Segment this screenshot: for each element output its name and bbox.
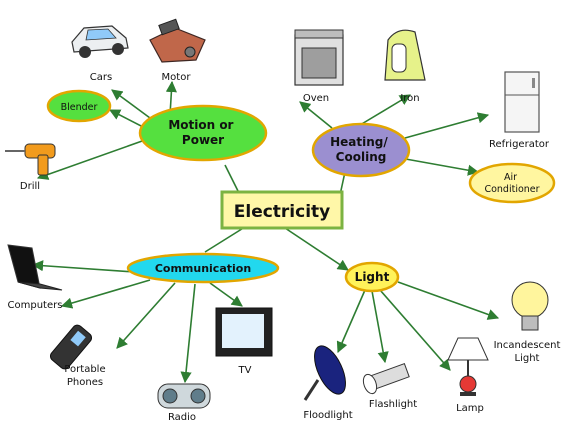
light-bulb-icon [511,281,549,331]
motor-icon [149,18,206,63]
electricity-node [220,190,344,230]
lamp-icon [447,337,489,396]
motion-label-part: Motion or [168,118,233,132]
portable-phones-label: Portable Phones [64,364,106,388]
connector-light-incandescent [397,281,500,320]
heating-label-part: Heating/ [330,135,388,149]
refrigerator-icon [504,71,540,133]
communication-node [126,252,280,284]
connector-comm-phones [116,282,176,349]
electricity-label: Electricity [234,202,331,222]
heating-label-part: Cooling [336,150,387,164]
computer-icon [7,244,63,291]
drill-icon [5,143,56,176]
refrigerator-label: Refrigerator [489,139,549,150]
connector-heating-ac [399,157,480,176]
heating-node [311,122,411,178]
radio-icon [157,383,211,409]
tv-label: TV [238,365,252,376]
air-conditioner-node [468,162,556,204]
flashlight-icon [362,362,410,395]
connector-light-floodlight [336,289,366,354]
connector-comm-computers [31,260,136,273]
computers-label: Computers [7,300,63,311]
blender-node [46,89,112,123]
connector-electricity-communication [204,226,246,253]
floodlight-icon [303,345,346,401]
connector-motion-drill [36,139,146,180]
air-conditioner-label: Air Conditioner [484,172,539,195]
cars-label: Cars [89,72,113,83]
connector-motion-cars [111,89,151,119]
motor-label: Motor [161,72,191,83]
air-conditioner-label-part: Conditioner [484,184,539,195]
connector-light-lamp [379,289,451,371]
flashlight-label: Flashlight [368,399,418,410]
tv-icon [215,307,273,357]
connector-comm-radio [180,283,196,384]
iron-label: Iron [400,93,420,104]
connector-comm-computers-2 [60,279,151,309]
motion-label-part: Power [182,133,224,147]
motion-node [138,104,268,162]
oven-label: Oven [302,93,330,104]
radio-label: Radio [167,412,197,423]
air-conditioner-label-part: Air [504,172,517,183]
light-label: Light [355,270,390,284]
connector-motion-blender [109,109,146,129]
car-icon [71,25,129,58]
connector-electricity-motion [224,164,241,196]
heating-label: Heating/ Cooling [330,135,392,164]
floodlight-label: Floodlight [303,410,353,421]
connector-heating-refrigerator [404,112,490,139]
motion-label: Motion or Power [168,118,237,147]
light-node [344,261,400,293]
blender-label: Blender [61,102,98,113]
connector-heating-iron [359,94,411,126]
connector-electricity-light [284,227,349,271]
connector-light-flashlight [371,290,389,364]
connector-comm-tv [209,282,243,307]
incandescent-light-label: Incandescent Light [493,340,561,364]
iron-icon [384,29,426,81]
oven-icon [294,29,344,86]
communication-label: Communication [155,262,251,275]
phone-icon [49,324,93,370]
drill-label: Drill [19,181,41,192]
connector-heating-oven [299,101,333,129]
lamp-label: Lamp [456,403,484,414]
